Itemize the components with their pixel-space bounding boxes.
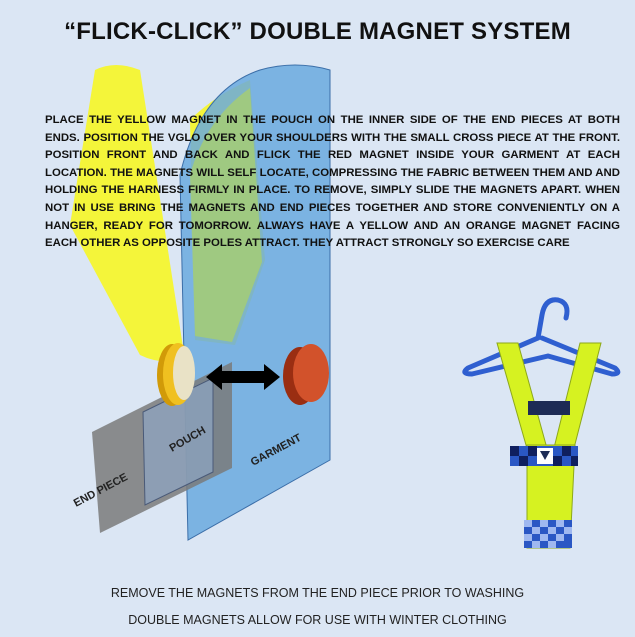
- instructions-text: PLACE THE YELLOW MAGNET IN THE POUCH ON …: [45, 114, 620, 250]
- yellow-band-left: [70, 65, 185, 362]
- double-arrow: [206, 364, 280, 390]
- hanger-icon: [462, 297, 621, 377]
- washing-note: REMOVE THE MAGNETS FROM THE END PIECE PR…: [110, 586, 525, 600]
- red-magnet: [293, 344, 329, 402]
- page-title: “FLICK-CLICK” DOUBLE MAGNET SYSTEM: [64, 18, 571, 45]
- hi-vis-vest: [496, 342, 602, 549]
- overlap-region: [190, 88, 262, 342]
- winter-clothing-note: DOUBLE MAGNETS ALLOW FOR USE WITH WINTER…: [128, 613, 507, 627]
- yellow-magnet-face: [173, 346, 195, 400]
